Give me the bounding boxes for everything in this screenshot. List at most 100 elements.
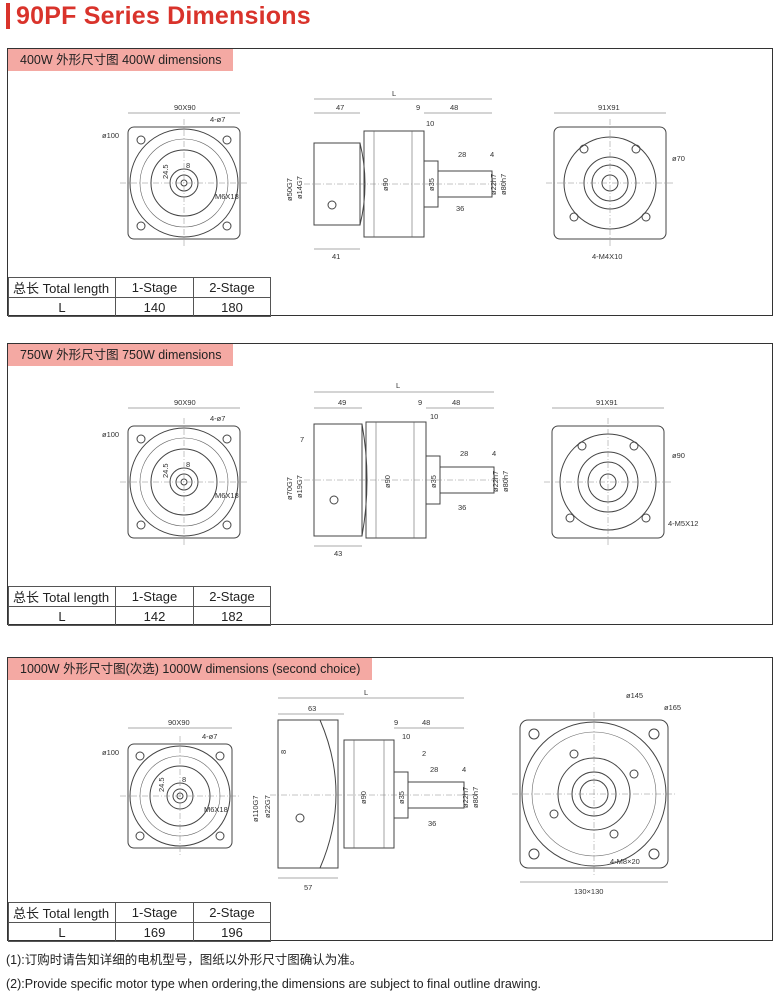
front-pcd-label: ø100 bbox=[102, 748, 119, 757]
rear-view: 91X91 ø90 4-M5X12 bbox=[544, 398, 698, 546]
front-size-label: 90X90 bbox=[174, 398, 196, 407]
value-2-stage: 180 bbox=[193, 297, 271, 317]
side-v4-label: ø35 bbox=[427, 178, 436, 191]
side-48-label: 48 bbox=[452, 398, 460, 407]
header-total-length: 总长 Total length bbox=[8, 277, 116, 298]
side-10-label: 10 bbox=[426, 119, 434, 128]
side-57-label: 57 bbox=[304, 883, 312, 892]
side-v4-label: ø35 bbox=[429, 475, 438, 488]
side-63-label: 63 bbox=[308, 704, 316, 713]
front-d1-label: 24.5 bbox=[161, 463, 170, 478]
value-1-stage: 169 bbox=[115, 922, 194, 942]
side-36-label: 36 bbox=[458, 503, 466, 512]
table-row: 总长 Total length 1-Stage 2-Stage bbox=[8, 277, 271, 298]
table-row: L 169 196 bbox=[8, 922, 271, 942]
rear-holes-label: 4-M8×20 bbox=[610, 857, 640, 866]
rear-holes-label: 4-M4X10 bbox=[592, 252, 622, 261]
dimension-drawing: 90X90 4-ø7 ø100 24.5 8 M6X18 bbox=[8, 71, 772, 273]
side-v2-label: ø14G7 bbox=[295, 176, 304, 199]
side-v2-label: ø22G7 bbox=[263, 795, 272, 818]
rear-holes-label: 4-M5X12 bbox=[668, 519, 698, 528]
note-2: (2):Provide specific motor type when ord… bbox=[6, 977, 541, 991]
side-L-label: L bbox=[364, 688, 368, 697]
value-1-stage: 142 bbox=[115, 606, 194, 626]
title-accent-bar bbox=[6, 3, 10, 29]
side-43-label: 43 bbox=[334, 549, 342, 558]
side-v1-label: ø70G7 bbox=[285, 477, 294, 500]
side-7-label: 7 bbox=[300, 435, 304, 444]
side-9-label: 9 bbox=[418, 398, 422, 407]
side-4-label: 4 bbox=[462, 765, 466, 774]
header-1-stage: 1-Stage bbox=[115, 277, 194, 298]
length-table: 总长 Total length 1-Stage 2-Stage L 142 18… bbox=[8, 586, 271, 626]
side-v3-label: ø90 bbox=[359, 791, 368, 804]
side-L-label: L bbox=[392, 89, 396, 98]
panel-400w: 400W 外形尺寸图 400W dimensions 90X90 4-ø7 ø1… bbox=[7, 48, 773, 317]
header-total-length: 总长 Total length bbox=[8, 586, 116, 607]
front-d2-label: 8 bbox=[186, 161, 190, 170]
header-1-stage: 1-Stage bbox=[115, 586, 194, 607]
side-v5-label: ø22h7 bbox=[461, 787, 470, 808]
length-table: 总长 Total length 1-Stage 2-Stage L 140 18… bbox=[8, 277, 271, 317]
front-d2-label: 8 bbox=[186, 460, 190, 469]
front-size-label: 90X90 bbox=[168, 718, 190, 727]
header-total-length: 总长 Total length bbox=[8, 902, 116, 923]
rear-dia-label: ø70 bbox=[672, 154, 685, 163]
front-view: 90X90 4-ø7 ø100 24.5 8 M6X18 bbox=[102, 103, 248, 247]
rear-dia2-label: ø165 bbox=[664, 703, 681, 712]
header-1-stage: 1-Stage bbox=[115, 902, 194, 923]
side-v1-label: ø50G7 bbox=[285, 178, 294, 201]
front-holes-label: 4-ø7 bbox=[210, 115, 225, 124]
side-v1-label: ø110G7 bbox=[251, 795, 260, 822]
side-41-label: 41 bbox=[332, 252, 340, 261]
side-v5-label: ø22h7 bbox=[489, 174, 498, 195]
front-holes-label: 4-ø7 bbox=[202, 732, 217, 741]
side-48-label: 48 bbox=[422, 718, 430, 727]
side-v5-label: ø22h7 bbox=[491, 471, 500, 492]
side-view: L 47 9 48 10 28 4 36 41 ø50G7 ø14G7 ø90 … bbox=[285, 89, 508, 261]
drawing-svg: 90X90 4-ø7 ø100 24.5 8 M6X18 bbox=[102, 381, 698, 558]
header-2-stage: 2-Stage bbox=[193, 586, 271, 607]
side-36-label: 36 bbox=[428, 819, 436, 828]
side-v2-label: ø19G7 bbox=[295, 475, 304, 498]
header-2-stage: 2-Stage bbox=[193, 902, 271, 923]
front-view: 90X90 4-ø7 ø100 24.5 8 M6X18 bbox=[102, 398, 248, 546]
panel-1000w: 1000W 外形尺寸图(次选) 1000W dimensions (second… bbox=[7, 657, 773, 942]
front-thread-label: M6X18 bbox=[204, 805, 228, 814]
row-label: L bbox=[8, 297, 116, 317]
side-2-label: 2 bbox=[422, 749, 426, 758]
front-size-label: 90X90 bbox=[174, 103, 196, 112]
dimension-drawing: 90X90 4-ø7 ø100 24.5 8 M6X18 bbox=[8, 680, 772, 902]
side-49-label: 49 bbox=[338, 398, 346, 407]
side-view: L 63 9 48 10 8 2 28 4 36 57 ø110G7 ø22G7… bbox=[251, 688, 480, 892]
side-8-label: 8 bbox=[279, 750, 288, 754]
front-pcd-label: ø100 bbox=[102, 131, 119, 140]
dimension-drawing: 90X90 4-ø7 ø100 24.5 8 M6X18 bbox=[8, 366, 772, 580]
note-1: (1):订购时请告知详细的电机型号，图纸以外形尺寸图确认为准。 bbox=[6, 953, 363, 967]
side-view: L 49 9 48 10 7 28 4 36 43 ø70G7 ø19G7 ø9… bbox=[285, 381, 510, 558]
row-label: L bbox=[8, 922, 116, 942]
page-header: 90PF Series Dimensions bbox=[6, 2, 311, 30]
header-2-stage: 2-Stage bbox=[193, 277, 271, 298]
drawing-svg: 90X90 4-ø7 ø100 24.5 8 M6X18 bbox=[102, 688, 681, 896]
side-v3-label: ø90 bbox=[383, 475, 392, 488]
side-9-label: 9 bbox=[394, 718, 398, 727]
rear-dia1-label: ø145 bbox=[626, 691, 643, 700]
side-28-label: 28 bbox=[430, 765, 438, 774]
side-v3-label: ø90 bbox=[381, 178, 390, 191]
side-48-label: 48 bbox=[450, 103, 458, 112]
table-row: 总长 Total length 1-Stage 2-Stage bbox=[8, 902, 271, 923]
side-47-label: 47 bbox=[336, 103, 344, 112]
rear-dia-label: ø90 bbox=[672, 451, 685, 460]
panel-750w: 750W 外形尺寸图 750W dimensions 90X90 4-ø7 ø1… bbox=[7, 343, 773, 626]
rear-size-label: 91X91 bbox=[596, 398, 618, 407]
front-thread-label: M6X18 bbox=[215, 192, 239, 201]
front-view: 90X90 4-ø7 ø100 24.5 8 M6X18 bbox=[102, 718, 240, 856]
front-holes-label: 4-ø7 bbox=[210, 414, 225, 423]
value-2-stage: 196 bbox=[193, 922, 271, 942]
table-row: L 142 182 bbox=[8, 606, 271, 626]
rear-view: ø145 ø165 4-M8×20 130×130 bbox=[512, 691, 681, 896]
front-d1-label: 24.5 bbox=[161, 164, 170, 179]
front-d2-label: 8 bbox=[182, 775, 186, 784]
panel-label: 750W 外形尺寸图 750W dimensions bbox=[8, 344, 234, 366]
